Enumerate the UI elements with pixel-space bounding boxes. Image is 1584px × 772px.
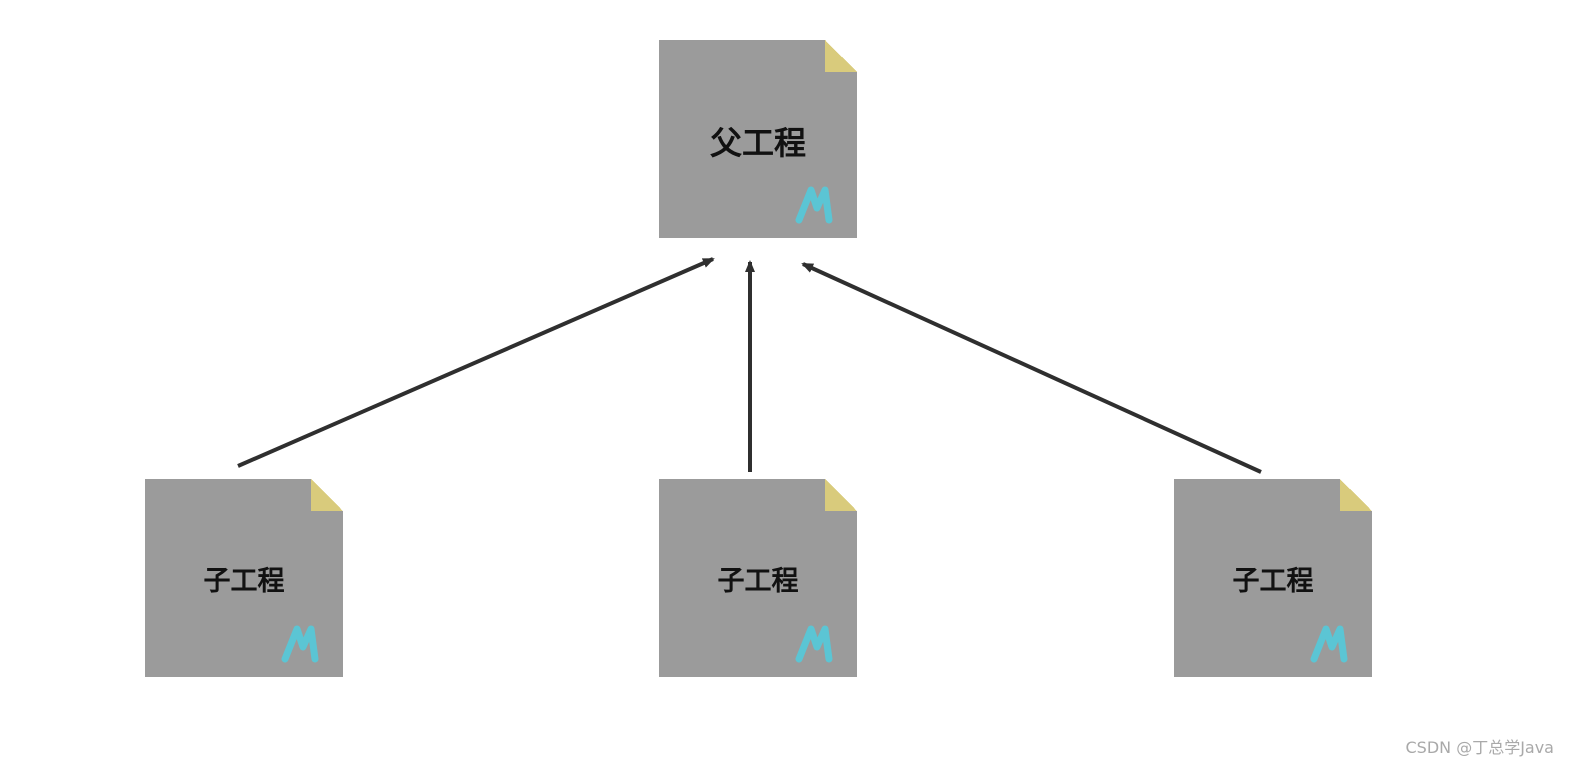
maven-m-icon bbox=[281, 625, 319, 663]
parent-project-label: 父工程 bbox=[709, 124, 806, 162]
maven-m-icon bbox=[795, 625, 833, 663]
child-project-label: 子工程 bbox=[203, 566, 285, 597]
folded-corner bbox=[1340, 479, 1372, 511]
child-project-label: 子工程 bbox=[717, 566, 799, 597]
child-project-node: 子工程 bbox=[659, 479, 857, 677]
folded-corner bbox=[825, 40, 857, 72]
folded-corner bbox=[825, 479, 857, 511]
arrow-right-child-to-parent bbox=[801, 262, 1262, 474]
folded-corner bbox=[311, 479, 343, 511]
child-project-node: 子工程 bbox=[1174, 479, 1372, 677]
maven-m-icon bbox=[795, 186, 833, 224]
arrow-left-child-to-parent bbox=[237, 257, 715, 468]
child-project-label: 子工程 bbox=[1232, 566, 1314, 597]
watermark-text: CSDN @丁总学Java bbox=[1405, 738, 1554, 757]
maven-m-icon bbox=[1310, 625, 1348, 663]
child-project-node: 子工程 bbox=[145, 479, 343, 677]
parent-project-node: 父工程 bbox=[659, 40, 857, 238]
